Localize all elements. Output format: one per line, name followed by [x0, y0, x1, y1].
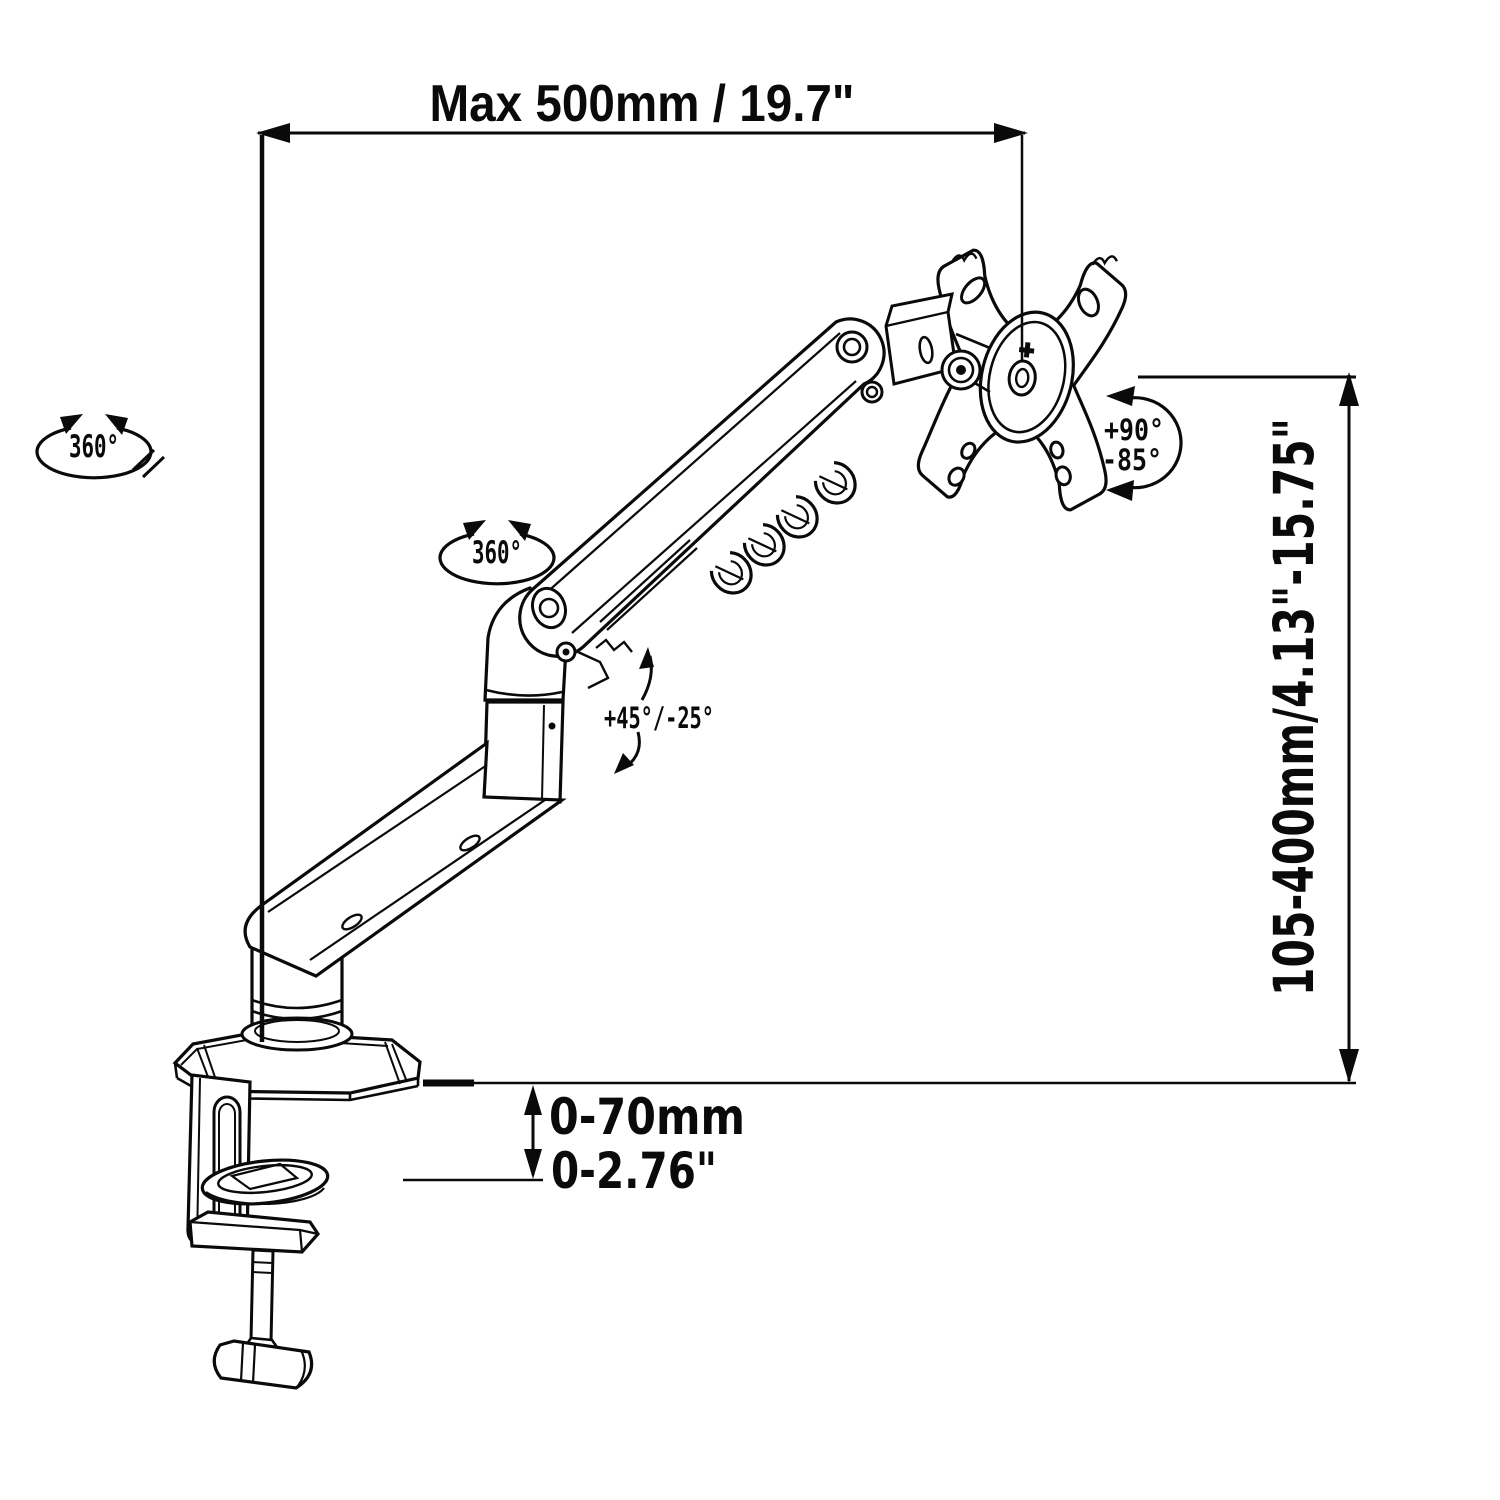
base-rotation-arrow-right [105, 414, 128, 435]
arm-rotation-label: 360° [472, 535, 522, 571]
clamp-pad-rim [205, 1187, 325, 1206]
lower-arm-inner-lines [267, 764, 546, 961]
elbow-small-hinge-center [562, 648, 570, 656]
cable-clip-4 [813, 461, 857, 505]
desk-clamp [186, 1073, 330, 1390]
arm-joints [530, 330, 884, 690]
upper-arm [518, 317, 886, 658]
column-base-flare-inner [254, 1019, 340, 1043]
clamp-jaw-edges [189, 1220, 319, 1253]
base-rotation-arc [35, 426, 153, 480]
clamp-knob-details [239, 1342, 306, 1387]
elbow-post-screw [548, 722, 556, 730]
desk-thickness-in-label: 0-2.76" [551, 1142, 717, 1200]
clamp-screw-threads [251, 1261, 273, 1274]
desk-thickness-mm-label: 0-70mm [549, 1088, 745, 1146]
elbow-arrow-up [639, 647, 654, 669]
vesa-tilt-up-label: +90° [1104, 413, 1164, 447]
elbow-tilt-label: +45°/-25° [604, 701, 714, 735]
vesa-center-hole [1007, 359, 1037, 397]
cable-clip-2 [742, 523, 786, 567]
top-dimension-arrow-left [256, 123, 290, 143]
column-base-flare [240, 1016, 354, 1052]
vesa-plate [916, 248, 1128, 512]
base-rotation-hatch [131, 448, 166, 479]
clamp-pad-facet [229, 1162, 300, 1191]
arm-rotation-arrow-right [508, 520, 531, 541]
vesa-hole-top-left [960, 276, 987, 305]
vesa-tilt-down-label: -85° [1102, 443, 1162, 477]
vesa-hole-top-right [1076, 287, 1100, 318]
base-rotation-label: 360° [69, 429, 119, 465]
sub-hinge-inner [865, 385, 879, 399]
vesa-center-boss-inner [987, 320, 1067, 434]
clamp-lower-jaw [188, 1210, 321, 1254]
thickness-arrow-top [524, 1085, 542, 1115]
elbow-annotation: +45°/-25° [604, 647, 714, 774]
dimension-top: Max 500mm / 19.7" [256, 75, 1028, 1042]
tilt-arrow-top [1106, 386, 1135, 406]
lower-arm-slot-1 [341, 913, 363, 931]
ball-joint-center [956, 365, 966, 375]
side-dimension-arrow-top [1339, 372, 1359, 406]
elbow-post-line [541, 704, 545, 801]
vesa-hook-notches [950, 252, 1119, 266]
cable-clip-3 [775, 495, 819, 539]
clamp-knob [212, 1339, 314, 1390]
dimension-side: 105-400mm/4.13"-15.75" [1138, 372, 1359, 1083]
arm-rotation-arc [438, 532, 556, 586]
lower-arm-band [243, 739, 567, 978]
top-dimension-arrow-right [994, 123, 1028, 143]
head-slot [918, 335, 934, 365]
vesa-hole-bottom-left-1 [960, 441, 977, 460]
upper-arm-slot [599, 539, 698, 631]
base-rotation-arrow-left [60, 414, 83, 434]
elbow-arrow-down [614, 753, 634, 774]
vesa-hole-bottom-left-2 [947, 466, 966, 487]
tilt-annotation: +90° -85° [1102, 386, 1183, 501]
rotation-symbol-arm: 360° [438, 520, 556, 586]
lower-arm [243, 739, 567, 978]
arm-rotation-arrow-left [463, 520, 486, 540]
upper-arm-band [518, 317, 886, 658]
elbow-post-body [482, 700, 565, 804]
tilt-arc [1123, 396, 1183, 490]
dimension-desk-thickness: 0-70mm 0-2.76" [403, 1079, 1356, 1200]
top-dimension-label: Max 500mm / 19.7" [430, 75, 855, 133]
cable-clips [709, 461, 857, 595]
thickness-arrow-bottom [524, 1149, 542, 1179]
side-dimension-arrow-bottom [1339, 1049, 1359, 1083]
tilt-head [884, 292, 991, 394]
top-hinge-inner [842, 337, 862, 357]
side-dimension-label: 105-400mm/4.13"-15.75" [1262, 418, 1326, 996]
base-corner-chamfers [196, 1041, 408, 1091]
vesa-hole-bottom-right-2 [1054, 465, 1072, 487]
desk-base [172, 1030, 422, 1102]
cable-clip-1 [709, 551, 753, 595]
ball-joint [940, 349, 982, 391]
vesa-hole-bottom-right-1 [1049, 440, 1065, 460]
upper-arm-inner-lines [544, 332, 857, 634]
lower-arm-slot-2 [459, 834, 481, 852]
tilt-arrow-bottom [1106, 480, 1134, 501]
elbow-linkage-lines [577, 638, 633, 690]
clamp-plate-edge-line [196, 1077, 201, 1244]
base-top-face [172, 1030, 422, 1095]
elbow-hinge-inner [538, 597, 560, 619]
rotation-symbol-base: 360° [35, 414, 166, 480]
